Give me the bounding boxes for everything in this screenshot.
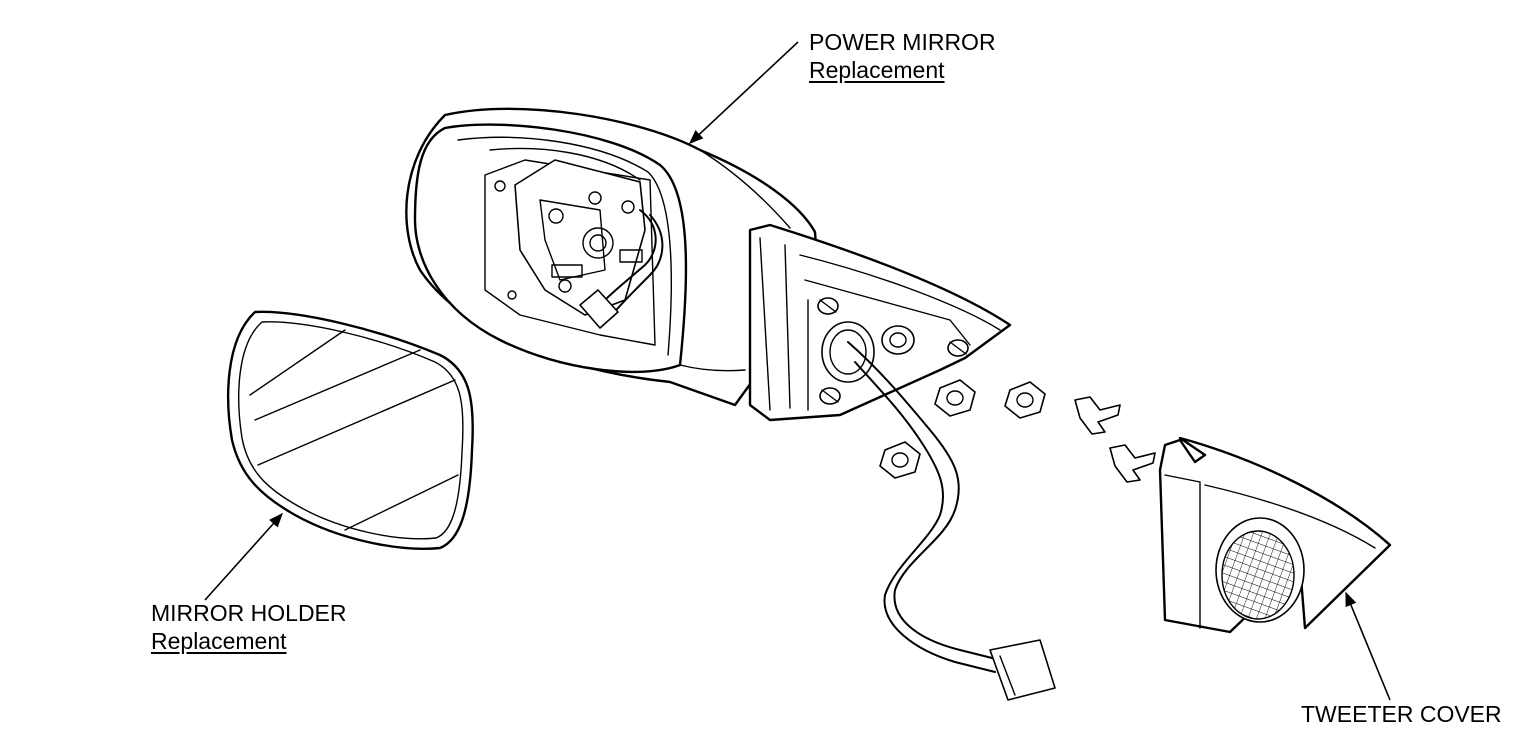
nut: [1004, 381, 1046, 419]
mirror-holder-title: MIRROR HOLDER: [151, 600, 347, 626]
mirror-holder: [226, 310, 474, 550]
mirror-holder-label: MIRROR HOLDER Replacement: [151, 599, 347, 655]
tweeter-cover-label: TWEETER COVER: [1301, 700, 1502, 728]
power-mirror-title: POWER MIRROR: [809, 29, 996, 55]
mirror-holder-leader: [204, 512, 283, 601]
wire-harness: [847, 341, 1056, 701]
stud: [819, 387, 841, 405]
power-mirror-leader: [688, 41, 799, 144]
mirror-base: [748, 223, 1012, 422]
tweeter-cover: [1158, 436, 1392, 634]
power-mirror-housing: [405, 107, 822, 407]
clip: [1074, 396, 1121, 435]
power-mirror-replacement-link[interactable]: Replacement: [809, 57, 945, 83]
stud: [817, 297, 839, 315]
nut: [879, 441, 921, 479]
power-mirror-label: POWER MIRROR Replacement: [809, 28, 996, 84]
tweeter-cover-title: TWEETER COVER: [1301, 701, 1502, 727]
mirror-holder-replacement-link[interactable]: Replacement: [151, 628, 287, 654]
stud: [947, 339, 969, 357]
nut: [934, 379, 976, 417]
tweeter-cover-leader: [1345, 591, 1391, 701]
clip: [1109, 444, 1156, 483]
